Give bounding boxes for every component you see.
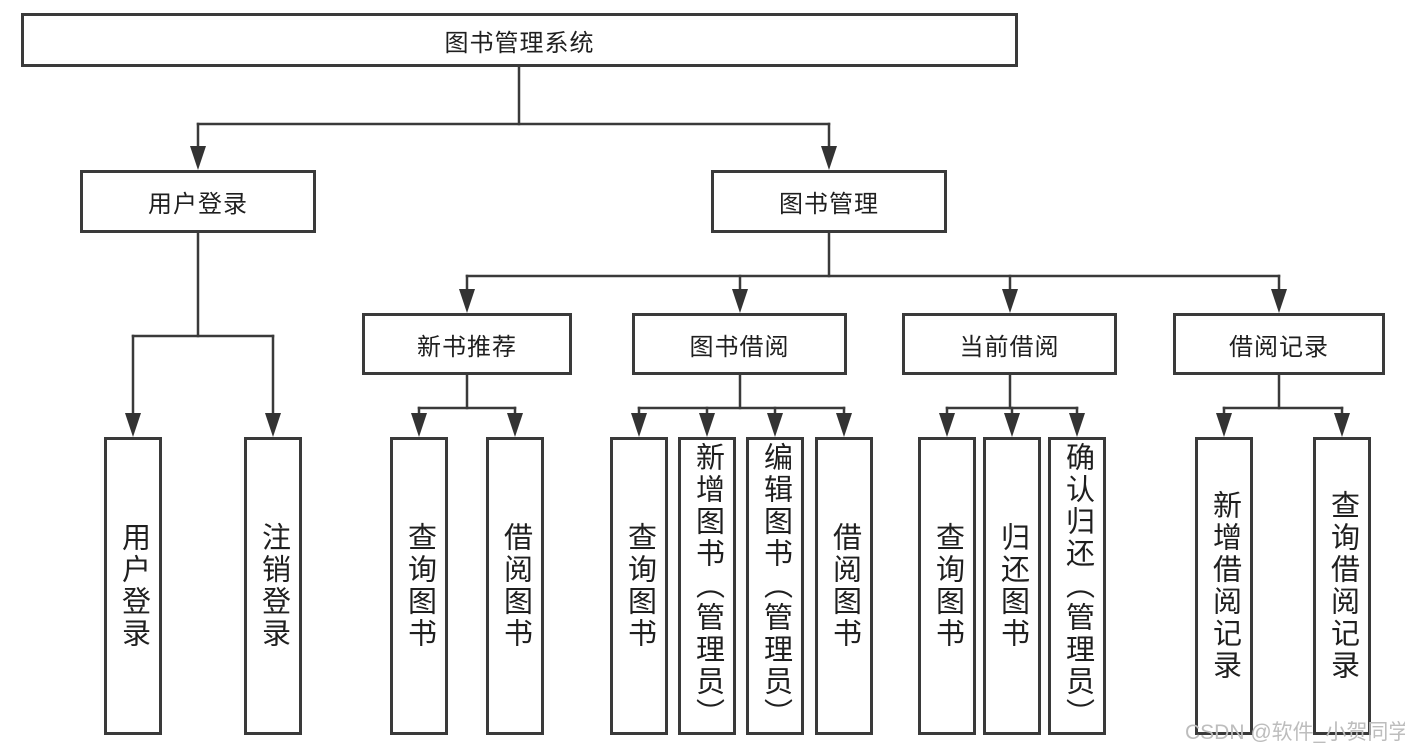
node-label: 确认归还（管理员）	[1061, 442, 1094, 730]
node-query-books-recommend: 查询图书	[390, 437, 448, 735]
node-borrow-records: 借阅记录	[1173, 313, 1385, 375]
node-borrow-books-recommend: 借阅图书	[486, 437, 544, 735]
node-library-management-system: 图书管理系统	[21, 13, 1018, 67]
node-confirm-return-admin: 确认归还（管理员）	[1048, 437, 1106, 735]
node-label: 新书推荐	[417, 333, 517, 361]
node-label: 查询图书	[403, 522, 436, 650]
node-query-borrow-record: 查询借阅记录	[1313, 437, 1371, 735]
node-label: 新增图书（管理员）	[691, 442, 724, 730]
node-label: 新增借阅记录	[1208, 490, 1241, 682]
node-borrow-books-leaf: 借阅图书	[815, 437, 873, 735]
node-query-books-borrow: 查询图书	[610, 437, 668, 735]
node-book-management: 图书管理	[711, 170, 947, 233]
node-label: 查询图书	[623, 522, 656, 650]
csdn-watermark: CSDN @软件_小贺同学	[1185, 721, 1405, 744]
node-add-books-admin: 新增图书（管理员）	[678, 437, 736, 735]
node-label: 用户登录	[117, 522, 150, 650]
node-edit-books-admin: 编辑图书（管理员）	[746, 437, 804, 735]
node-user-login: 用户登录	[80, 170, 316, 233]
node-return-books: 归还图书	[983, 437, 1041, 735]
node-label: 借阅图书	[499, 522, 532, 650]
node-label: 注销登录	[257, 522, 290, 650]
node-book-borrow: 图书借阅	[632, 313, 847, 375]
node-label: 图书借阅	[689, 333, 790, 361]
node-user-login-leaf: 用户登录	[104, 437, 162, 735]
node-label: 查询图书	[931, 522, 964, 650]
node-label: 图书管理系统	[444, 29, 595, 57]
node-label: 查询借阅记录	[1326, 490, 1359, 682]
node-query-books-current: 查询图书	[918, 437, 976, 735]
node-new-book-recommend: 新书推荐	[362, 313, 572, 375]
node-label: 当前借阅	[959, 333, 1060, 361]
node-label: 图书管理	[779, 191, 879, 218]
node-current-borrow: 当前借阅	[902, 313, 1117, 375]
node-label: 用户登录	[148, 191, 248, 218]
node-add-borrow-record: 新增借阅记录	[1195, 437, 1253, 735]
node-label: 编辑图书（管理员）	[759, 442, 792, 730]
node-logout-leaf: 注销登录	[244, 437, 302, 735]
node-label: 借阅图书	[828, 522, 861, 650]
node-label: 借阅记录	[1229, 333, 1329, 361]
node-label: 归还图书	[996, 522, 1029, 650]
